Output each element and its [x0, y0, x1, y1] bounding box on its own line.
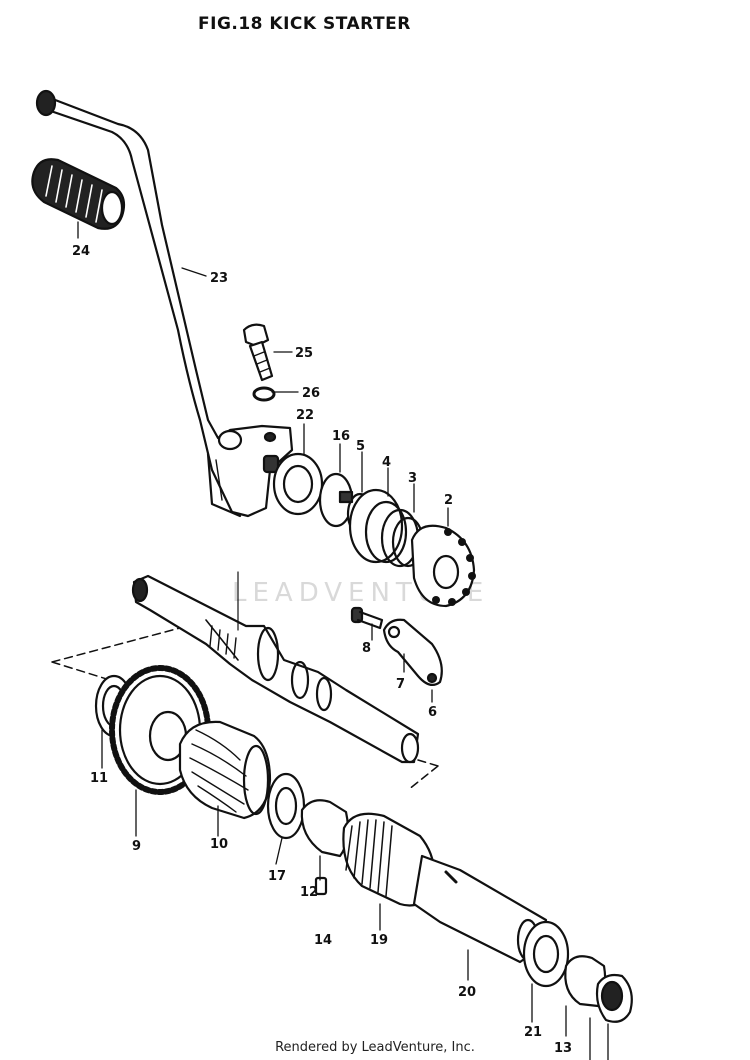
bolt-part: [242, 323, 274, 382]
callout-19: 19: [370, 933, 388, 948]
callout-4: 4: [382, 455, 391, 470]
small-bolt-part: [350, 606, 384, 630]
callout-8: 8: [362, 641, 371, 656]
callout-7: 7: [396, 677, 405, 692]
footer-credit: Rendered by LeadVenture, Inc.: [275, 1040, 475, 1055]
end-cap-part: [595, 973, 633, 1023]
callout-9: 9: [132, 839, 141, 854]
ratchet-part: [410, 524, 476, 608]
callout-13: 13: [554, 1041, 572, 1056]
callout-2: 2: [444, 493, 453, 508]
assembly-bracket: [51, 627, 439, 791]
thrust-washer-part: [266, 772, 306, 840]
callout-14: 14: [314, 933, 332, 948]
leader-lines: [77, 221, 609, 1060]
callout-21: 21: [524, 1025, 542, 1040]
callout-26: 26: [302, 386, 320, 401]
callout-16: 16: [332, 429, 350, 444]
return-spring-part: [342, 812, 436, 907]
figure-title: FIG.18 KICK STARTER: [198, 14, 411, 34]
callout-25: 25: [295, 346, 313, 361]
callout-17: 17: [268, 869, 286, 884]
kick-grip-part: [31, 158, 126, 230]
end-washer-part: [522, 920, 570, 988]
callout-5: 5: [356, 439, 365, 454]
callout-3: 3: [408, 471, 417, 486]
washer-part: [252, 386, 276, 402]
callout-24: 24: [72, 244, 90, 259]
callout-10: 10: [210, 837, 228, 852]
kick-shaft-part: [131, 571, 420, 764]
drive-gear-part: [178, 720, 272, 820]
callout-12: 12: [300, 885, 318, 900]
stopper-plate-part: [382, 618, 443, 687]
kick-lever-part: [35, 89, 294, 518]
callout-23: 23: [210, 271, 228, 286]
callout-22: 22: [296, 408, 314, 423]
callout-20: 20: [458, 985, 476, 1000]
bushing-part: [300, 799, 350, 896]
spring-part: [348, 488, 408, 564]
seal-part: [272, 452, 324, 516]
callout-11: 11: [90, 771, 108, 786]
key-part: [314, 876, 328, 896]
callout-6: 6: [428, 705, 437, 720]
